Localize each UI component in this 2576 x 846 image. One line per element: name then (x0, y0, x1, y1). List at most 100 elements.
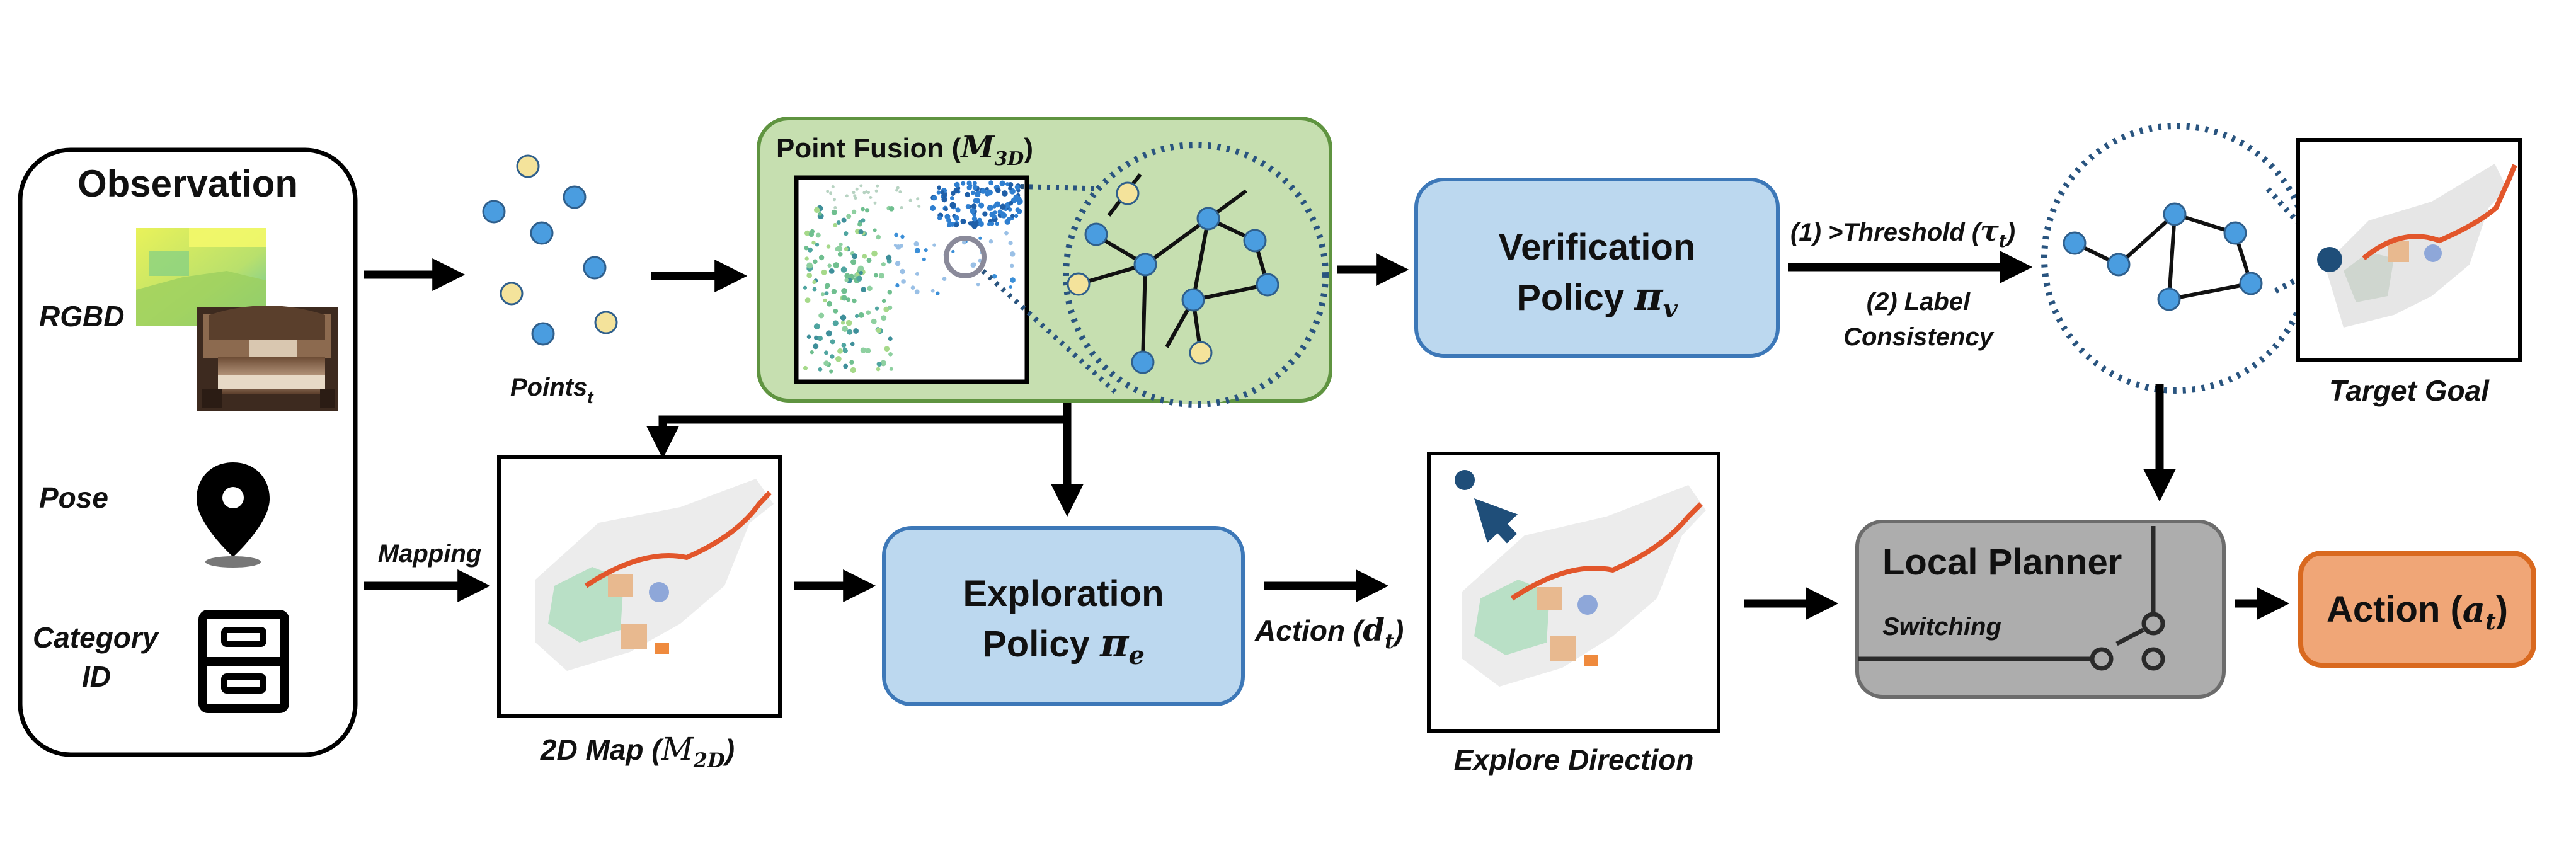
point-cloud-dot (831, 185, 835, 188)
explore-direction-label: Explore Direction (1454, 743, 1694, 776)
point-node (500, 282, 524, 306)
graph-node (2157, 287, 2181, 311)
point-cloud-dot (861, 207, 865, 212)
graph-node (1116, 181, 1140, 205)
point-node (530, 221, 554, 245)
point-cloud-dot (937, 215, 942, 220)
point-cloud-dot (976, 282, 980, 287)
point-cloud-dot (895, 283, 900, 288)
local-planner-title: Local Planner (1882, 542, 2122, 583)
point-cloud-dot (841, 343, 847, 348)
rgbd-label: RGBD (39, 300, 124, 333)
point-cloud-dot (852, 253, 858, 260)
point-cloud-dot (895, 244, 902, 250)
verification-line2: Policy πv (1516, 273, 1678, 324)
graph-node (1067, 272, 1091, 296)
target-goal-label: Target Goal (2329, 374, 2490, 407)
point-cloud-dot (999, 180, 1005, 186)
point-cloud-dot (804, 246, 809, 251)
graph-node (2223, 221, 2247, 245)
point-cloud-dot (908, 198, 912, 202)
exploration-line1: Exploration (963, 573, 1164, 614)
point-cloud-dot (896, 186, 900, 190)
point-cloud-dot (830, 354, 835, 359)
point-cloud-dot (842, 347, 847, 352)
point-cloud-dot (978, 220, 984, 227)
point-cloud-dot (930, 289, 935, 293)
point-cloud-dot (812, 259, 818, 265)
point-cloud-dot (1013, 194, 1019, 200)
point-cloud-dot (901, 279, 906, 284)
point-cloud-dot (818, 312, 825, 319)
point-cloud-dot (1014, 214, 1019, 219)
point-cloud-dot (840, 266, 847, 273)
point-cloud-dot (888, 352, 893, 357)
point-cloud-dot (936, 190, 941, 195)
point-cloud-dot (871, 318, 877, 324)
point-cloud-dot (913, 241, 919, 247)
point-cloud-dot (951, 249, 955, 254)
point-cloud-dot (995, 187, 1001, 193)
point-cloud-dot (936, 291, 940, 296)
point-cloud-dot (862, 254, 867, 259)
point-cloud-dot (971, 262, 976, 268)
point-cloud-dot (1009, 251, 1016, 257)
verification-line1: Verification (1499, 227, 1696, 268)
point-cloud-dot (888, 206, 895, 212)
point-cloud-dot (988, 239, 993, 244)
threshold-criterion: (1) >Threshold (τt) (1790, 215, 2015, 251)
point-cloud-dot (867, 285, 873, 292)
map-2d (497, 455, 782, 718)
label-consistency-line1: (2) Label (1867, 288, 1971, 316)
point-cloud-dot (845, 319, 852, 326)
point-cloud-dot (924, 248, 928, 253)
point-cloud-dot (839, 242, 843, 247)
point-cloud-dot (930, 205, 936, 211)
point-cloud-dot (876, 234, 881, 240)
graph-node (2063, 231, 2087, 255)
point-cloud-dot (833, 262, 840, 268)
point-cloud-dot (869, 196, 873, 199)
observation-panel: Observation RGBD Pose Category ID (18, 147, 358, 757)
point-cloud-dot (990, 221, 995, 226)
point-cloud-dot (915, 272, 920, 276)
point-cloud-dot (859, 184, 863, 188)
point-cloud-dot (960, 219, 966, 225)
point-cloud-dot (995, 222, 999, 226)
point-cloud-dot (1004, 231, 1009, 236)
point-node (594, 311, 618, 334)
point-cloud-dot (874, 189, 878, 193)
point-cloud-dot (818, 367, 823, 372)
point-cloud-dot (876, 328, 882, 333)
point-cloud-dot (1010, 214, 1015, 218)
point-cloud-dot (810, 350, 814, 355)
point-cloud-dot (994, 201, 1001, 208)
point-cloud-dot (965, 203, 971, 209)
point-cloud-dot (900, 234, 905, 239)
point-cloud-dot (1017, 201, 1021, 205)
point-cloud-dot (941, 197, 947, 203)
point-cloud-dot (859, 270, 863, 275)
point-cloud-dot (947, 221, 953, 227)
point-cloud-dot (817, 335, 823, 341)
point-cloud-dot (815, 243, 820, 247)
point-cloud-dot (1009, 285, 1012, 289)
point-cloud-dot (887, 290, 893, 295)
point-cloud-dot (1008, 240, 1013, 246)
point-cloud-dot (866, 310, 871, 315)
point-cloud-dot (818, 254, 825, 261)
point-cloud-dot (829, 369, 833, 374)
point-cloud-dot (864, 190, 868, 194)
action-output-box: Action (at) (2298, 551, 2536, 668)
point-node (516, 154, 540, 178)
point-cloud-dot (844, 231, 849, 236)
point-cloud-dot (844, 278, 849, 282)
point-cloud-dot (970, 220, 976, 227)
graph-node (1131, 350, 1155, 374)
point-cloud-dot (858, 229, 864, 235)
point-cloud-dot (803, 285, 808, 290)
point-cloud-dot (857, 222, 862, 227)
point-cloud-dot (820, 292, 825, 297)
point-cloud-dot (1008, 200, 1014, 206)
point-cloud-dot (806, 262, 813, 269)
